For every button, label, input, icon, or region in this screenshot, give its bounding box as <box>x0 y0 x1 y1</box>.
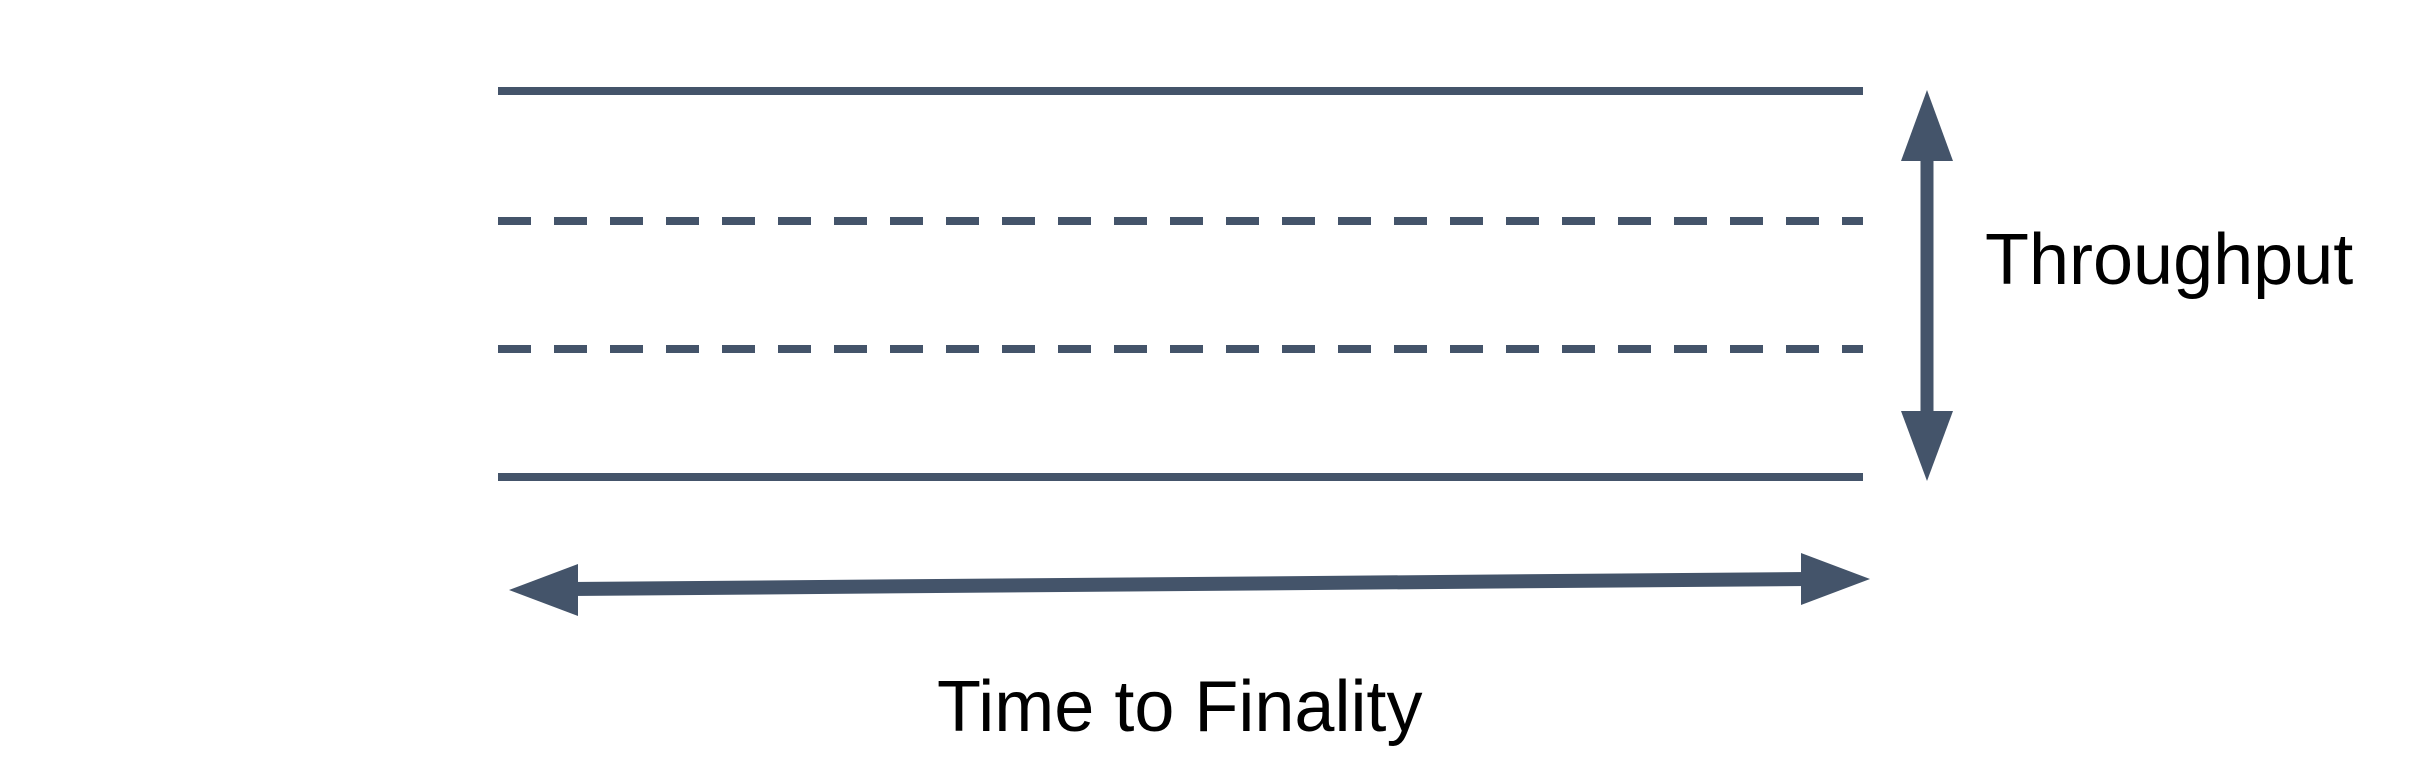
time-to-finality-arrow-right-head <box>1801 553 1870 605</box>
throughput-double-arrow-icon <box>1901 90 1953 481</box>
time-to-finality-arrow-left-head <box>509 564 578 616</box>
time-to-finality-arrow-shaft <box>569 572 1809 596</box>
throughput-label: Throughput <box>1985 220 2354 300</box>
time-to-finality-double-arrow-icon <box>509 553 1870 616</box>
throughput-arrow-up-head <box>1901 90 1953 161</box>
time-to-finality-label: Time to Finality <box>937 667 1423 747</box>
throughput-arrow-down-head <box>1901 411 1953 481</box>
